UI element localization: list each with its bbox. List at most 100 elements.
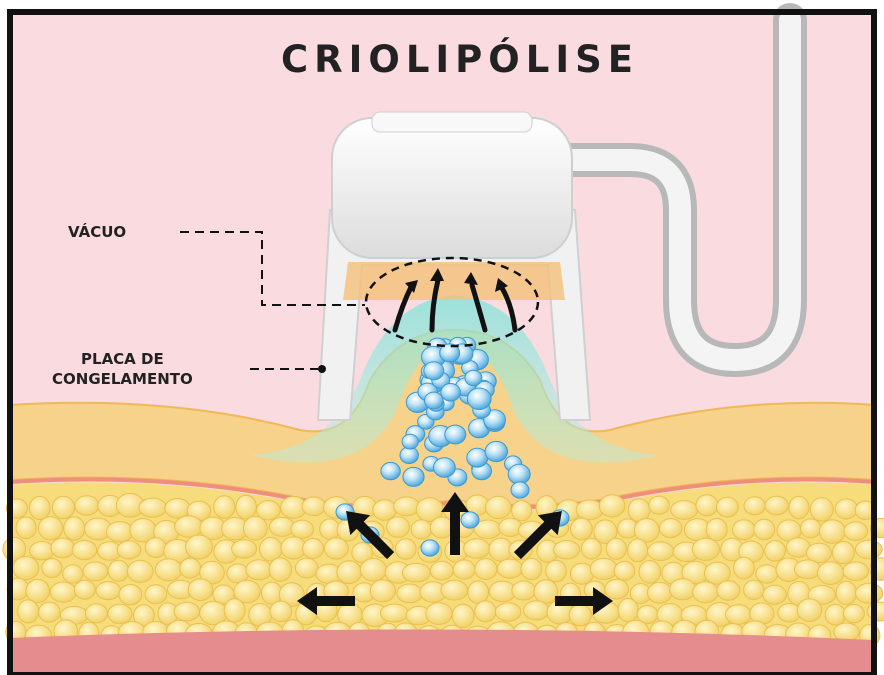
fat-cell — [83, 562, 108, 581]
fat-cell — [618, 598, 638, 622]
muscle-layer — [10, 629, 874, 675]
frozen-fat-crystal — [403, 467, 424, 486]
fat-cell — [670, 579, 696, 600]
fat-cell — [717, 581, 740, 601]
fat-cell — [430, 561, 453, 580]
fat-cell — [453, 560, 475, 579]
frozen-fat-crystal — [441, 384, 461, 402]
fat-cell — [394, 497, 420, 516]
fat-cell — [800, 519, 821, 538]
fat-cell — [75, 496, 99, 515]
freezing-plate-label-line2: CONGELAMENTO — [52, 369, 193, 389]
fat-cell — [605, 579, 629, 599]
frozen-fat-crystal — [434, 458, 456, 478]
fat-cell — [717, 497, 739, 517]
fat-cell — [64, 517, 85, 540]
fat-cell — [693, 582, 718, 603]
fat-cell — [706, 518, 727, 540]
fat-cell — [387, 517, 410, 538]
fat-cell — [554, 541, 580, 559]
fat-cell — [497, 559, 522, 578]
fat-cell — [214, 496, 235, 519]
fat-cell — [370, 580, 395, 602]
applicator-head — [332, 118, 572, 258]
frozen-fat-crystal — [445, 425, 466, 444]
fat-cell — [475, 601, 496, 622]
fat-cell — [30, 542, 54, 560]
fat-cell — [614, 562, 635, 581]
fat-cell — [659, 519, 682, 538]
fat-cell — [855, 540, 882, 559]
fat-cell — [855, 583, 882, 603]
fat-cell — [452, 604, 474, 627]
fat-cell — [186, 535, 213, 559]
fat-cell — [599, 495, 625, 517]
fat-cell — [810, 498, 833, 522]
fat-cell — [426, 603, 452, 625]
fat-cell — [765, 541, 786, 562]
fat-cell — [232, 540, 257, 558]
fat-cell — [648, 582, 672, 603]
frozen-fat-crystal — [461, 512, 479, 528]
fat-cell — [486, 496, 511, 518]
fat-cell — [224, 599, 245, 623]
fat-cell — [360, 559, 386, 582]
fat-cell — [834, 623, 860, 641]
fat-cell — [648, 542, 674, 561]
fat-cell — [468, 581, 489, 604]
fat-cell — [628, 539, 648, 562]
fat-cell — [475, 559, 497, 580]
fat-cell — [524, 601, 549, 620]
fat-cell — [42, 559, 62, 578]
fat-cell — [106, 522, 133, 542]
fat-cell — [295, 558, 318, 578]
fat-cell — [380, 604, 408, 622]
vacuum-label: VÁCUO — [68, 222, 126, 242]
frozen-fat-crystal — [402, 434, 418, 449]
fat-cell — [649, 496, 670, 514]
fat-cell — [411, 520, 432, 539]
fat-cell — [825, 604, 846, 625]
fat-cell — [832, 542, 854, 564]
frozen-fat-crystal — [508, 464, 530, 484]
fat-cell — [441, 580, 468, 600]
fat-cell — [13, 557, 39, 580]
fat-cell — [127, 560, 153, 582]
fat-cell — [38, 517, 62, 540]
fat-cell — [108, 560, 129, 581]
fat-cell — [18, 600, 39, 623]
fat-cell — [756, 565, 778, 583]
fat-cell — [50, 582, 76, 602]
fat-cell — [119, 585, 142, 605]
fat-cell — [733, 520, 756, 540]
fat-cell — [794, 560, 820, 579]
fat-cell — [512, 501, 532, 521]
fat-cell — [188, 579, 213, 601]
fat-cell — [692, 538, 719, 560]
frozen-fat-crystal — [381, 462, 400, 479]
fat-cell — [581, 538, 601, 559]
fat-cell — [818, 562, 844, 585]
frozen-fat-crystal — [467, 388, 491, 410]
fat-cell — [246, 560, 272, 580]
fat-cell — [606, 538, 626, 559]
fat-cell — [495, 603, 521, 621]
fat-cell — [108, 604, 132, 623]
frozen-fat-crystal — [424, 362, 444, 380]
fat-cell — [744, 497, 765, 515]
fat-cell — [546, 560, 567, 582]
fat-cell — [521, 558, 542, 580]
fat-cell — [844, 604, 865, 622]
fat-cell — [843, 562, 868, 581]
frozen-fat-crystal — [511, 482, 529, 498]
fat-cell — [464, 539, 490, 559]
fat-cell — [639, 561, 661, 584]
fat-cell — [324, 538, 348, 559]
fat-cell — [819, 520, 845, 544]
fat-cell — [243, 516, 267, 540]
fat-cell — [291, 520, 314, 538]
fat-cell — [512, 581, 536, 600]
fat-cell — [180, 558, 201, 578]
fat-cell — [499, 518, 522, 536]
fat-cell — [145, 538, 166, 558]
